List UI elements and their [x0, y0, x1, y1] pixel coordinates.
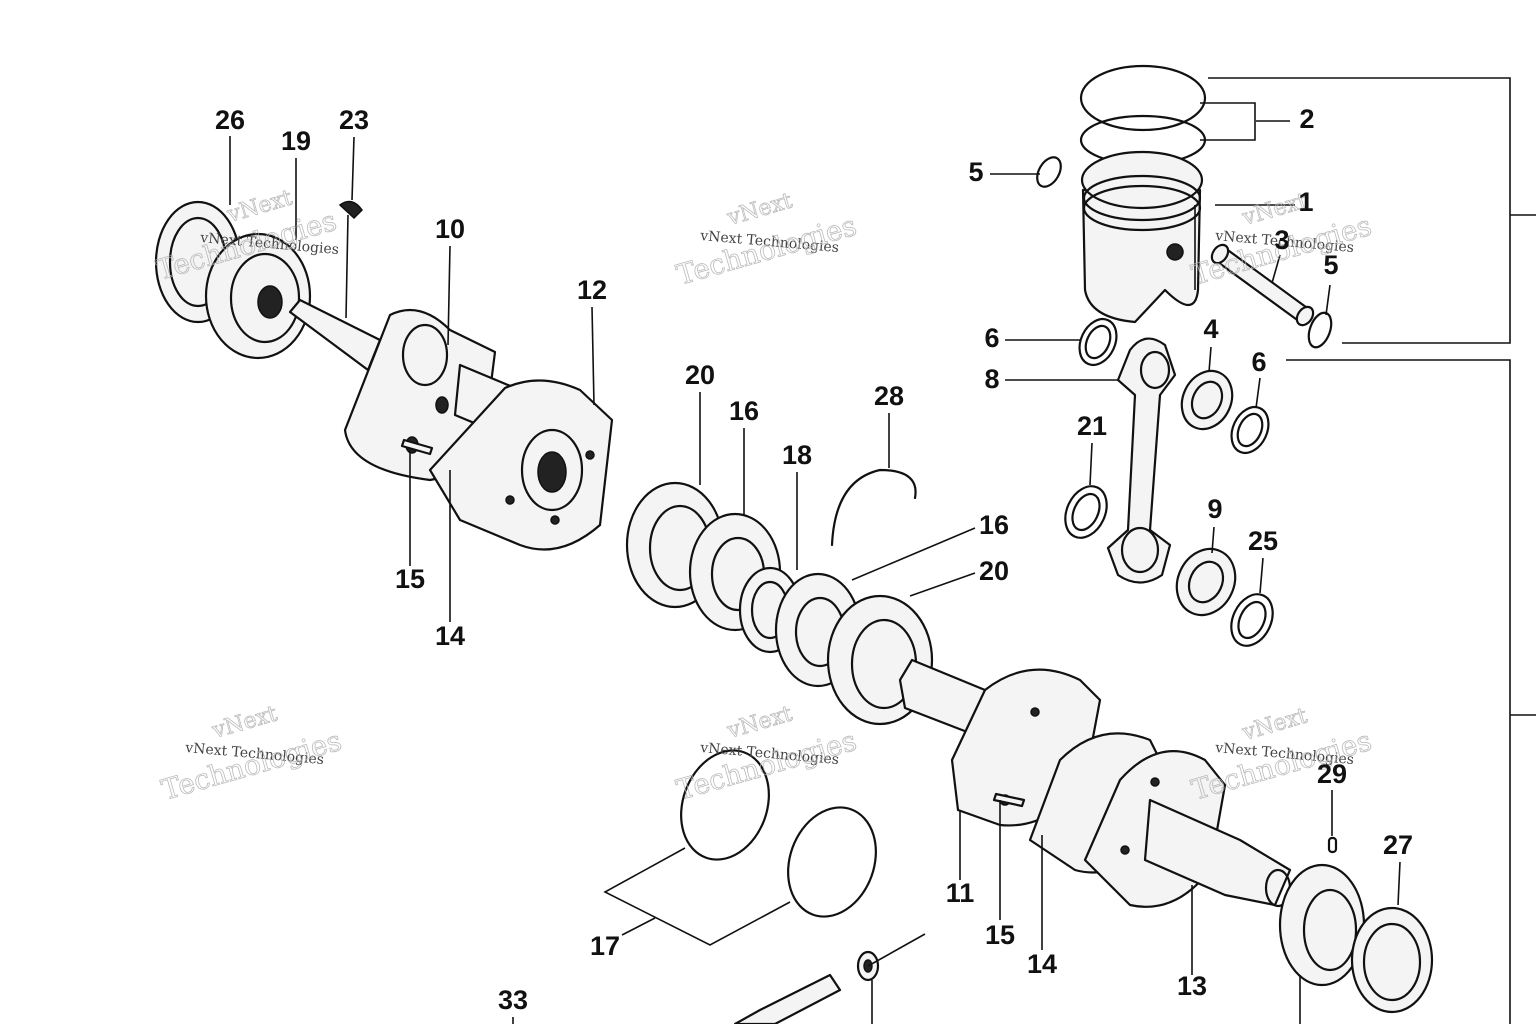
- watermark-brand: vNext: [209, 702, 280, 745]
- piston: [1080, 150, 1204, 324]
- needle-bearing-4: [1180, 369, 1234, 431]
- watermark-brand: vNext: [1239, 704, 1310, 747]
- snap-ring-28: [830, 468, 917, 547]
- callout-11: 11: [946, 878, 975, 908]
- crank-web-12: [428, 379, 614, 551]
- callout-16: 16: [729, 396, 759, 426]
- piston-rings: [1079, 64, 1207, 166]
- callout-3: 3: [1274, 225, 1289, 255]
- dowel-pin-29: [1327, 836, 1338, 854]
- callout-18: 18: [782, 440, 812, 470]
- watermark-brand: vNext: [724, 189, 795, 232]
- watermark-brand: vNext: [724, 702, 795, 745]
- callout-5: 5: [1323, 250, 1338, 280]
- oil-seal-27: [1350, 906, 1434, 1014]
- callout-15: 15: [985, 920, 1015, 950]
- callout-4: 4: [1203, 314, 1218, 344]
- callout-20: 20: [979, 556, 1009, 586]
- circlip-5-top: [1036, 156, 1062, 188]
- callout-21: 21: [1077, 411, 1107, 441]
- callout-1: 1: [1298, 187, 1313, 217]
- callout-27: 27: [1383, 830, 1413, 860]
- callout-33: 33: [498, 985, 528, 1015]
- seal-rings-17: [680, 749, 877, 918]
- callout-9: 9: [1207, 494, 1222, 524]
- callout-20: 20: [685, 360, 715, 390]
- callout-13: 13: [1177, 971, 1207, 1001]
- callout-6: 6: [984, 323, 999, 353]
- callout-26: 26: [215, 105, 245, 135]
- callout-15: 15: [395, 564, 425, 594]
- callout-19: 19: [281, 126, 311, 156]
- callout-8: 8: [984, 364, 999, 394]
- callout-25: 25: [1248, 526, 1278, 556]
- callout-labels: 2 1 3 5 5 6 6 8 4 21 9 25 26 19 23 10 12…: [215, 104, 1413, 1015]
- needle-bearing-9: [1175, 547, 1237, 617]
- piston-pin: [1210, 243, 1315, 327]
- callout-28: 28: [874, 381, 904, 411]
- callout-29: 29: [1317, 759, 1347, 789]
- connecting-rod: [1106, 337, 1177, 584]
- callout-16: 16: [979, 510, 1009, 540]
- thrust-washers-6: [1064, 317, 1274, 647]
- callout-12: 12: [577, 275, 607, 305]
- callout-2: 2: [1299, 104, 1314, 134]
- callout-6: 6: [1251, 347, 1266, 377]
- assembly-brackets: [1208, 77, 1536, 1024]
- callout-17: 17: [590, 931, 620, 961]
- callout-5: 5: [968, 157, 983, 187]
- shaft-33: [733, 933, 926, 1024]
- woodruff-key-23: [338, 200, 363, 220]
- callout-14: 14: [435, 621, 465, 651]
- callout-10: 10: [435, 214, 465, 244]
- bolts-15: [400, 438, 1026, 808]
- ball-bearing-19: [204, 232, 312, 360]
- leader-lines: [229, 102, 1401, 1024]
- callout-14: 14: [1027, 949, 1057, 979]
- crank-taper-shaft: [288, 298, 382, 372]
- callout-23: 23: [339, 105, 369, 135]
